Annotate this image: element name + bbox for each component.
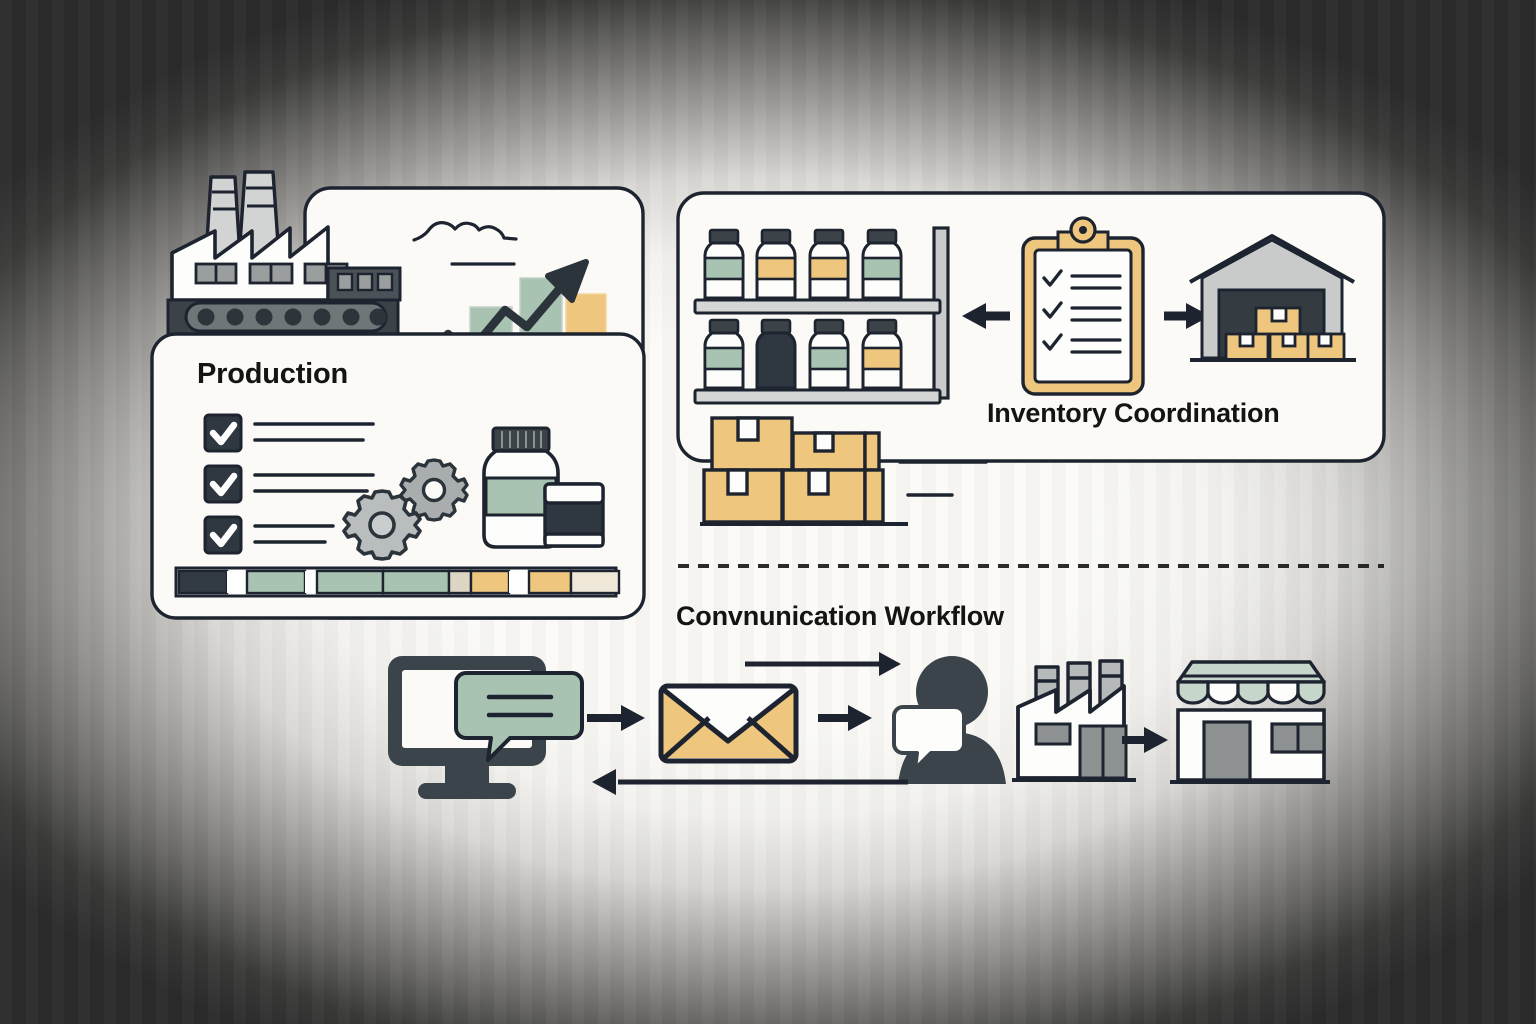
arrow-to-shelf-icon [962,303,1010,329]
checklist-item [203,464,375,504]
production-factory-icon [166,170,402,340]
progress-segment-sage [245,569,307,595]
gear-icon [342,458,469,561]
arrow-to-warehouse-icon [1164,303,1210,329]
monitor-chat-icon [388,656,584,799]
progress-segment-amber [527,569,573,595]
envelope-icon [658,683,799,764]
arrow-monitor-to-envelope-icon [587,705,645,731]
warehouse-icon [1189,234,1356,362]
chart-trend-arrowhead [545,259,589,303]
inventory-shelf-icon [693,226,950,405]
communication-panel-title: Convnunication Workflow [676,601,1004,631]
factory-icon [1012,659,1136,782]
arrow-bottom-return-icon [592,769,908,795]
medicine-jar-icon [543,482,605,548]
inventory-panel-title: Inventory Coordination [987,398,1280,428]
arrow-envelope-to-person-icon [818,705,872,731]
progress-segment-white [305,571,317,593]
progress-segment-sage [381,569,451,595]
progress-segment-amber [469,569,511,595]
progress-segment-dark [177,569,229,595]
storefront-icon [1170,660,1330,784]
production-panel-title: Production [197,358,349,390]
box-stack-icon [700,416,988,526]
production-progress-bar [174,566,621,598]
progress-segment-sage [315,569,385,595]
progress-segment-beige [447,569,473,595]
checklist-item [203,413,375,453]
person-icon [892,656,1006,784]
production-checklist [203,413,375,555]
arrow-factory-to-store-icon [1122,727,1168,753]
cloud-icon [412,221,518,266]
arrow-top-feedback-icon [745,652,901,676]
checklist-item [203,515,335,555]
progress-segment-cream [569,569,621,595]
progress-segment-white [509,571,529,593]
clipboard-icon [1021,216,1145,396]
progress-segment-white [227,571,247,593]
